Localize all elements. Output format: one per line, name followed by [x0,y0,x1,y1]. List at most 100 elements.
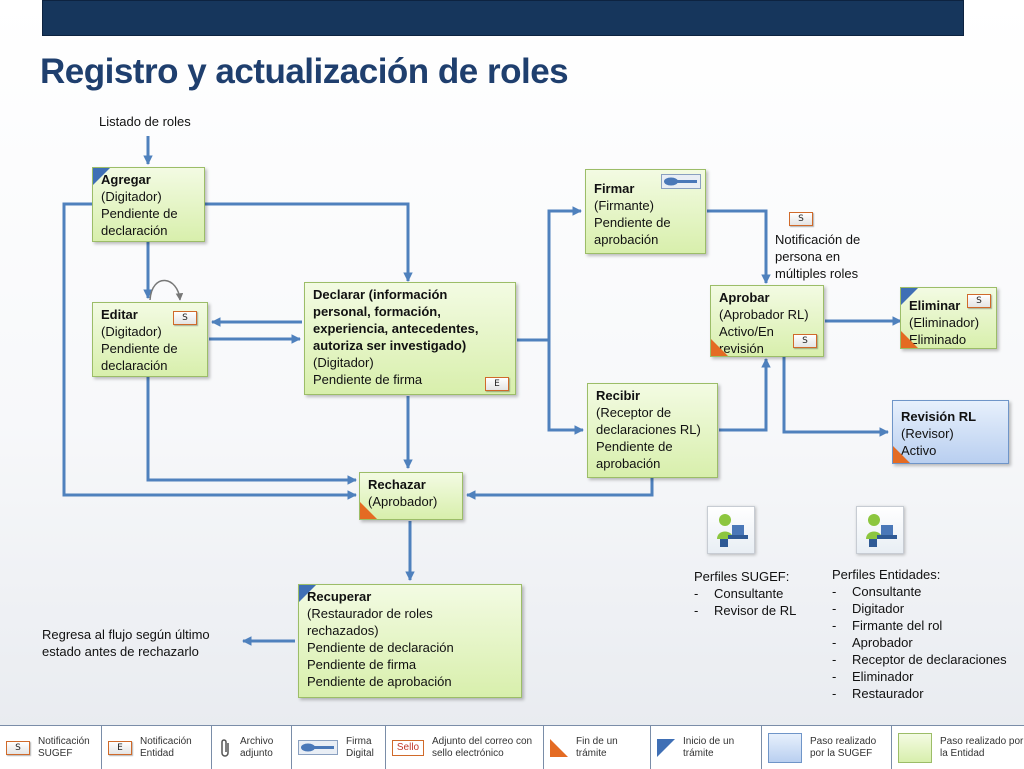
node-editar-line: Pendiente de [101,341,178,356]
legend-fin: Fin de un trámite [544,726,651,769]
arrow-agregar-to-declarar [205,202,413,282]
profile-item: -Restaurador [832,686,924,701]
node-agregar-line: Pendiente de [101,206,178,221]
profile-item-label: Firmante del rol [852,618,943,633]
entry-label: Listado de roles [99,114,191,129]
digital-signature-icon [661,174,701,189]
node-eliminar-title: Eliminar [909,298,961,313]
node-editar-title: Editar [101,307,138,322]
legend-notif-sugef-label: Notificación SUGEF [38,735,90,759]
arrow-split-to-recibir [547,340,584,435]
node-editar-line: (Digitador) [101,324,162,339]
node-revision-title: Revisión RL [901,409,977,424]
node-recuperar-line: rechazados) [307,623,379,638]
notification-sugef-badge: S [173,311,197,325]
person-at-computer-icon [856,506,904,554]
profile-item-label: Eliminador [852,669,914,684]
notification-entidad-badge: E [485,377,509,391]
start-marker-icon [657,738,675,757]
page-title: Registro y actualización de roles [40,52,569,91]
node-recibir-title: Recibir [596,388,641,403]
profile-item: -Eliminador [832,669,914,684]
profile-item: -Consultante [694,586,784,601]
notification-sugef-badge: S [793,334,817,348]
paperclip-icon [221,738,229,757]
node-rechazar[interactable]: Rechazar (Aprobador) [359,472,463,520]
node-aprobar-line: (Aprobador RL) [719,307,809,322]
notification-entidad-badge: E [108,740,132,755]
digital-signature-icon [298,740,338,755]
arrow-editar-self-loop [149,279,184,301]
node-revision-line: Activo [901,443,937,458]
start-marker [299,585,316,602]
profile-item: -Receptor de declaraciones [832,652,1007,667]
profile-item: -Digitador [832,601,905,616]
node-editar[interactable]: Editar (Digitador) Pendiente de declarac… [92,302,208,377]
profile-item: -Consultante [832,584,922,599]
node-firmar-line: Pendiente de [594,215,671,230]
profile-item: -Firmante del rol [832,618,943,633]
legend-paso-sugef-label: Paso realizado por la SUGEF [810,735,877,759]
arrow-aprobar-to-revision [782,357,889,437]
profile-item: -Aprobador [832,635,913,650]
end-marker [893,446,910,463]
node-firmar[interactable]: Firmar (Firmante) Pendiente de aprobació… [585,169,706,254]
node-agregar-line: declaración [101,223,168,238]
node-recuperar[interactable]: Recuperar (Restaurador de roles rechazad… [298,584,522,698]
profiles-sugef: Perfiles SUGEF: -Consultante -Revisor de… [694,568,796,619]
legend-fin-label: Fin de un trámite [576,735,618,759]
node-firmar-line: (Firmante) [594,198,654,213]
node-recibir-line: (Receptor de [596,405,672,420]
arrow-split-to-firmar [547,206,582,340]
sugef-step-swatch [768,732,802,763]
legend-notif-entidad-label: Notificación Entidad [140,735,192,759]
node-rechazar-line: (Aprobador) [368,494,438,509]
profiles-entidades: Perfiles Entidades: -Consultante -Digita… [832,566,1007,702]
legend-inicio: Inicio de un trámite [651,726,762,769]
node-eliminar-line: Eliminado [909,332,967,347]
node-aprobar-title: Aprobar [719,290,770,305]
return-note: Regresa al flujo según último estado ant… [42,627,210,659]
legend-firma-label: Firma Digital [346,735,374,759]
node-recuperar-line: Pendiente de declaración [307,640,454,655]
profile-item-label: Revisor de RL [714,603,797,618]
legend-archivo-label: Archivo adjunto [240,735,274,759]
start-marker [901,288,918,305]
legend-archivo: Archivo adjunto [212,726,292,769]
end-marker [360,502,377,519]
entity-step-swatch [898,732,932,763]
profile-item-label: Restaurador [852,686,924,701]
legend-firma: Firma Digital [292,726,386,769]
node-recuperar-line: (Restaurador de roles [307,606,433,621]
node-recibir-line: Pendiente de [596,439,673,454]
node-revision-rl[interactable]: Revisión RL (Revisor) Activo [892,400,1009,464]
legend-notif-sugef: S Notificación SUGEF [0,726,102,769]
arrow-recibir-to-aprobar [719,358,771,432]
end-marker [711,339,728,356]
arrow-firmar-to-aprobar [707,209,771,284]
node-recibir[interactable]: Recibir (Receptor de declaraciones RL) P… [587,383,718,478]
node-aprobar[interactable]: Aprobar (Aprobador RL) Activo/En revisió… [710,285,824,357]
node-recibir-line: aprobación [596,456,661,471]
profile-item-label: Aprobador [852,635,913,650]
node-eliminar[interactable]: Eliminar (Eliminador) Eliminado S [900,287,997,349]
end-marker-icon [550,738,568,757]
start-marker [93,168,110,185]
legend-sello-label: Adjunto del correo con sello electrónico [432,735,533,759]
profile-item-label: Consultante [852,584,922,599]
end-marker [901,331,918,348]
notification-sugef-badge: S [6,740,30,755]
legend-notif-entidad: E Notificación Entidad [102,726,212,769]
node-rechazar-title: Rechazar [368,477,426,492]
profiles-sugef-title: Perfiles SUGEF: [694,569,790,584]
legend-inicio-label: Inicio de un trámite [683,735,735,759]
notification-note: Notificación de persona en múltiples rol… [775,232,861,281]
node-declarar[interactable]: Declarar (información personal, formació… [304,282,516,395]
node-firmar-title: Firmar [594,181,635,196]
notification-sugef-badge: S [789,212,813,226]
profile-item-label: Digitador [852,601,905,616]
header-bar [42,0,964,36]
node-recibir-line: declaraciones RL) [596,422,701,437]
node-agregar[interactable]: Agregar (Digitador) Pendiente de declara… [92,167,205,242]
profile-item-label: Consultante [714,586,784,601]
